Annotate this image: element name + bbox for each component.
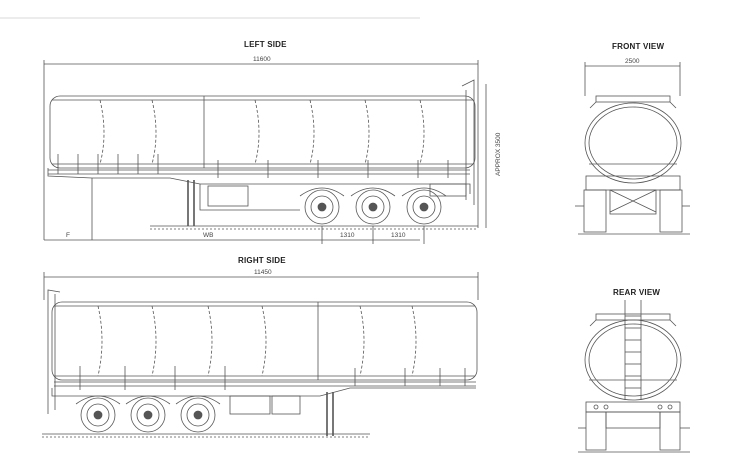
left-length-label: 11600 [253,56,271,63]
front-walkway [595,95,671,103]
left-axle-spacing-1: 1310 [340,232,355,239]
rear-tank-shell [584,319,682,401]
front-view-title: FRONT VIEW [612,42,665,51]
right-side-title: RIGHT SIDE [238,256,286,265]
left-wheel-set [299,187,447,225]
rear-left-wheels [585,411,607,451]
left-axle-spacing-2: 1310 [391,232,406,239]
right-wheel-set [75,395,221,433]
left-tank-body [49,95,476,169]
rear-view-title: REAR VIEW [613,288,661,297]
front-view [575,62,690,235]
front-tank-shell [584,102,682,184]
rear-walkway [595,313,671,321]
rear-right-wheels [659,411,681,451]
right-toolbox [229,395,271,415]
left-height-label: APPROX 3500 [495,132,502,176]
rear-view [578,300,690,453]
front-right-wheels [659,189,683,233]
left-f-label: F [66,232,70,239]
left-wb-label: WB [203,232,214,239]
right-length-label: 11450 [254,269,272,276]
front-left-wheels [583,189,607,233]
rear-bumper [585,401,681,413]
left-side-title: LEFT SIDE [244,40,287,49]
left-side-view [43,60,487,244]
right-side-view [42,272,479,438]
right-tank-body [51,301,478,381]
front-width-label: 2500 [625,58,640,65]
rear-ladder [624,300,642,400]
left-toolbox [207,185,249,207]
